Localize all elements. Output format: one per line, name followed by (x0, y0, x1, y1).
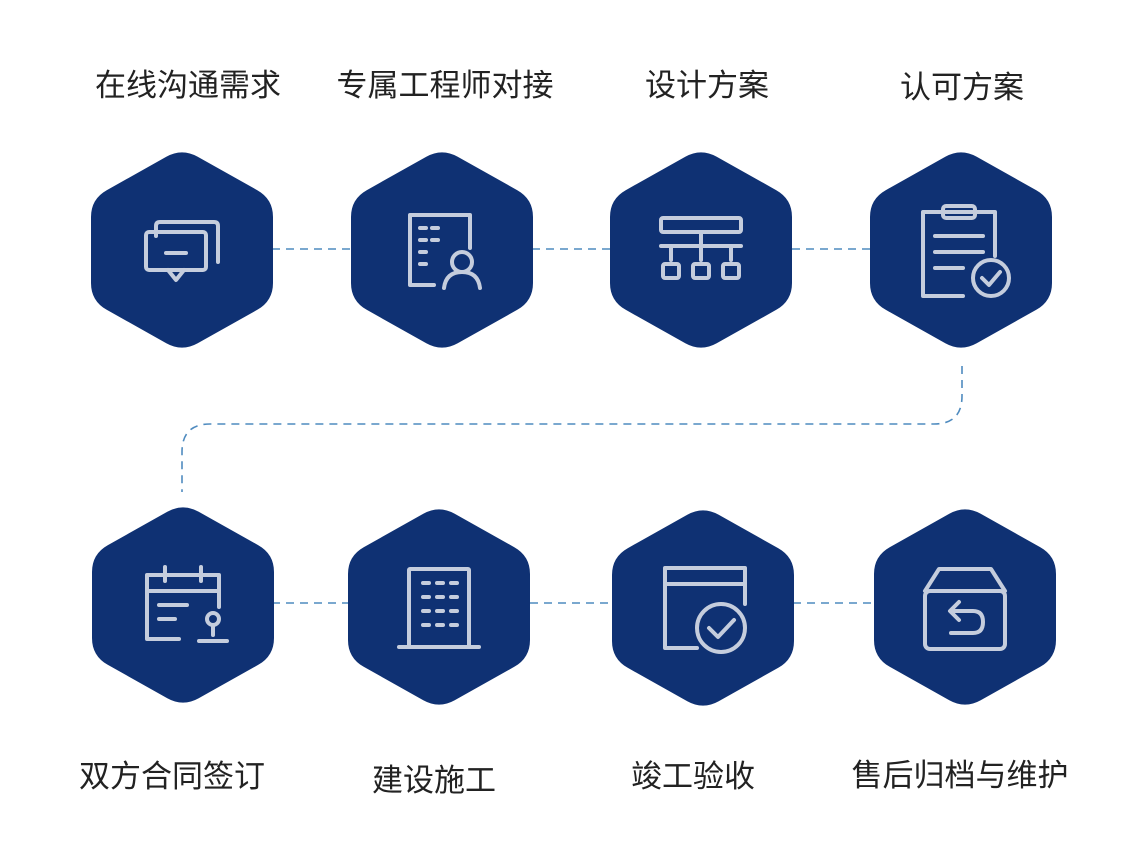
org-chart-icon (659, 216, 743, 280)
step-2-hexagon (351, 152, 533, 348)
step-label-2: 专属工程师对接 (336, 68, 554, 104)
engineer-profile-icon (408, 213, 482, 290)
connectors (181, 248, 963, 604)
step-6 (348, 509, 530, 705)
step-label-7: 竣工验收 (631, 759, 755, 795)
step-label-5: 双方合同签订 (79, 759, 265, 795)
step-label-3: 设计方案 (645, 68, 769, 104)
step-8 (874, 509, 1056, 705)
building-icon (397, 567, 481, 649)
step-1 (91, 152, 273, 348)
step-label-6: 建设施工 (372, 763, 496, 799)
step-label-1: 在线沟通需求 (95, 68, 281, 104)
step-4 (870, 152, 1052, 348)
step-7-hexagon (612, 510, 794, 706)
step-2 (351, 152, 533, 348)
approved-clipboard-icon (921, 204, 1011, 298)
contract-calendar-icon (145, 565, 229, 643)
chat-icon (144, 220, 220, 282)
connector-4-5 (181, 366, 963, 492)
step-label-8: 售后归档与维护 (851, 758, 1069, 794)
step-6-hexagon (348, 509, 530, 705)
step-5 (92, 507, 274, 703)
archive-box-icon (923, 567, 1007, 651)
acceptance-check-icon (663, 566, 747, 654)
step-8-hexagon (874, 509, 1056, 705)
step-3 (610, 152, 792, 348)
step-7 (612, 510, 794, 706)
step-label-4: 认可方案 (900, 70, 1024, 106)
step-1-hexagon (91, 152, 273, 348)
